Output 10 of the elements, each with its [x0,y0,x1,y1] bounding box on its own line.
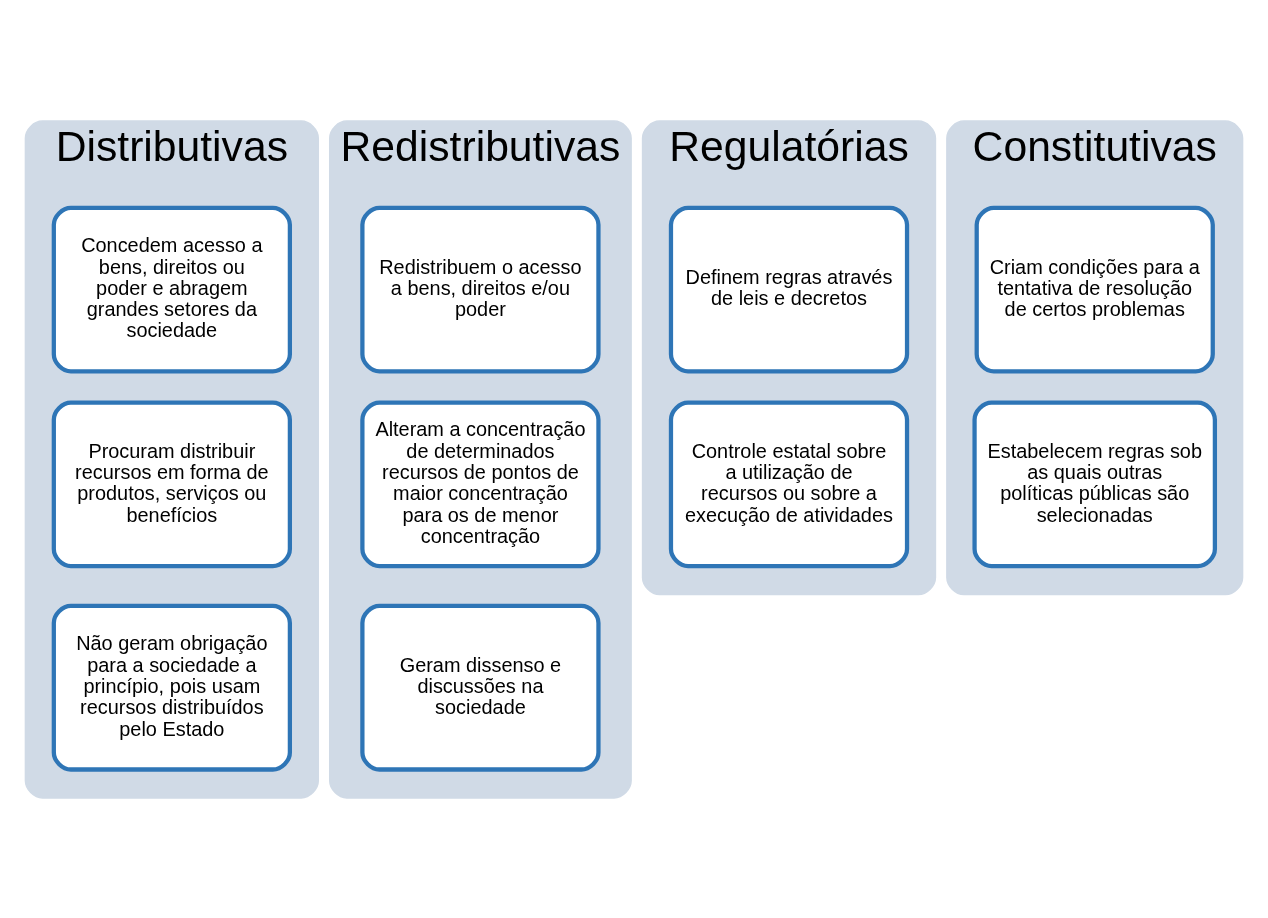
node-box: Alteram a concentração de determinados recursos de pontos de maior concentração para os de menor concentração [360,400,601,568]
node-box: Procuram distribuir recursos em forma de produtos, serviços ou benefícios [51,400,292,568]
node-box: Criam condições para a tentativa de resolução de certos problemas [974,205,1215,373]
node-box: Geram dissenso e discussões na sociedade [360,603,601,772]
node-box: Controle estatal sobre a utilização de recursos ou sobre a execução de atividades [668,400,910,568]
node-box: Definem regras através de leis e decretos [668,205,910,373]
node-box: Estabelecem regras sob as quais outras políticas públicas são selecionadas [972,400,1218,568]
node-box: Concedem acesso a bens, direitos ou poder e abragem grandes setores da sociedade [51,205,292,373]
node-box: Redistribuem o acesso a bens, direitos e/ou poder [360,205,601,373]
node-box: Não geram obrigação para a sociedade a princípio, pois usam recursos distribuídos pelo Estado [51,603,292,772]
